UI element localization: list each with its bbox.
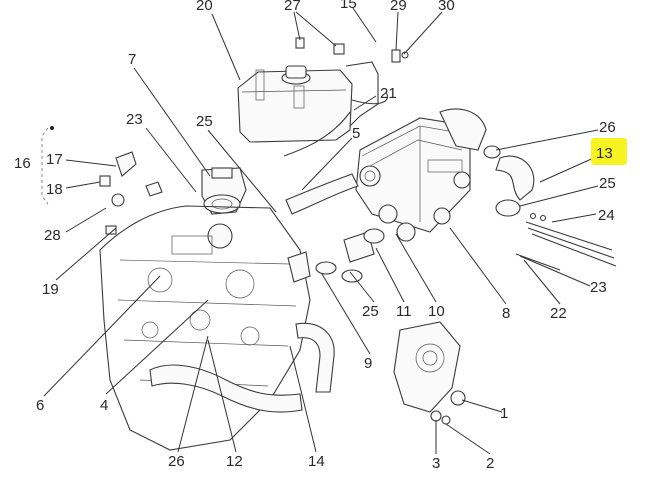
overflow-hose — [283, 91, 388, 157]
reservoir-screws — [295, 37, 409, 63]
water-pump — [393, 321, 466, 425]
callout-6: 6 — [36, 397, 44, 414]
callout-17: 17 — [46, 151, 63, 168]
pipe-fittings — [287, 228, 385, 283]
callout-30: 30 — [438, 0, 455, 14]
callout-13: 13 — [596, 145, 613, 162]
callout-21: 21 — [380, 85, 397, 102]
bracket-dot — [50, 126, 54, 130]
callout-12: 12 — [226, 453, 243, 470]
callout-19: 19 — [42, 281, 59, 298]
callout-5: 5 — [352, 125, 360, 142]
callout-25-right: 25 — [599, 175, 616, 192]
callout-9: 9 — [364, 355, 372, 372]
callout-26-right: 26 — [599, 119, 616, 136]
hose-clamp-26 — [483, 145, 501, 159]
lower-hose-14 — [295, 322, 335, 393]
callout-16: 16 — [14, 155, 31, 172]
callout-26-bottom: 26 — [168, 453, 185, 470]
group-bracket-16 — [41, 127, 49, 205]
reservoir-bracket — [345, 61, 379, 127]
callout-4: 4 — [100, 397, 108, 414]
callout-labels: 20 27 15 29 30 7 21 23 25 5 26 13 16 17 … — [14, 0, 616, 472]
upper-hose-13 — [495, 155, 535, 201]
callout-22: 22 — [550, 305, 567, 322]
callout-1: 1 — [500, 405, 508, 422]
callout-28: 28 — [44, 227, 61, 244]
callout-24: 24 — [598, 207, 615, 224]
callout-3: 3 — [432, 455, 440, 472]
callout-8: 8 — [502, 305, 510, 322]
lower-hose-12 — [149, 364, 303, 413]
callout-7: 7 — [128, 51, 136, 68]
left-fittings — [99, 151, 163, 235]
coolant-hose-5 — [285, 173, 359, 215]
callout-15: 15 — [340, 0, 357, 12]
callout-10: 10 — [428, 303, 445, 320]
leader-lines — [43, 7, 599, 455]
callout-29: 29 — [390, 0, 407, 14]
thermostat-housing — [201, 167, 247, 249]
cooler-housing — [355, 108, 487, 242]
hose-clamp-25 — [495, 199, 521, 217]
callout-2: 2 — [486, 455, 494, 472]
coolant-reservoir — [237, 65, 353, 143]
callout-11: 11 — [396, 303, 412, 320]
callout-14: 14 — [308, 453, 325, 470]
callout-23-top: 23 — [126, 111, 143, 128]
callout-18: 18 — [46, 181, 63, 198]
callout-20: 20 — [196, 0, 213, 14]
callout-13-highlight — [591, 138, 627, 165]
callout-25-top: 25 — [196, 113, 213, 130]
callout-25-bottom: 25 — [362, 303, 379, 320]
engine-block — [99, 205, 311, 451]
long-bolts — [515, 212, 617, 271]
callout-23-right: 23 — [590, 279, 607, 296]
callout-27: 27 — [284, 0, 301, 14]
